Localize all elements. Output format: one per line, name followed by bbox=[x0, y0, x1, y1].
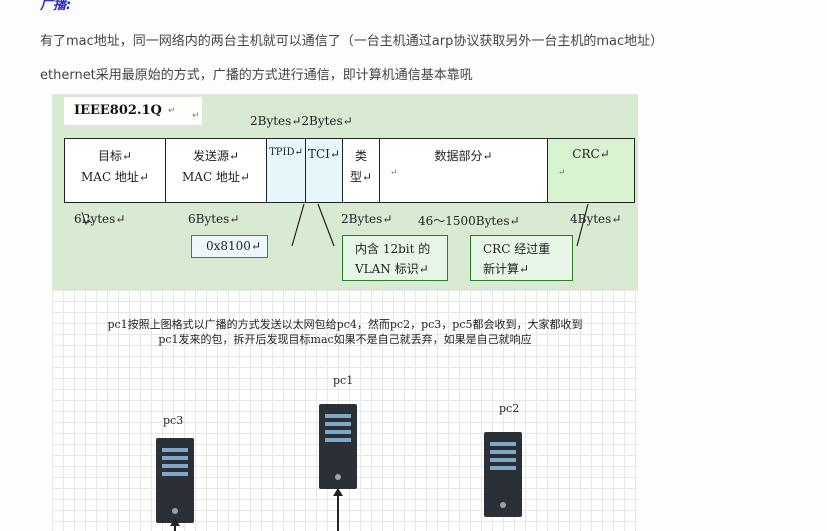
frame-format-panel: IEEE802.1Q ↵ ↵ 2Bytes↵2Bytes↵ 目标↵ MAC 地址… bbox=[52, 94, 638, 290]
frame-title: IEEE802.1Q bbox=[74, 103, 162, 118]
paragraph-mac: 有了mac地址，同一网络内的两台主机就可以通信了（一台主机通过arp协议获取另外… bbox=[40, 34, 664, 49]
size-data: 46～1500Bytes↵ bbox=[418, 214, 520, 228]
pc3-label: pc3 bbox=[163, 414, 184, 427]
field-data: 数据部分↵ ↵ bbox=[379, 138, 548, 203]
field-src-mac: 发送源↵ MAC 地址↵ bbox=[165, 138, 267, 203]
field-tpid: TPID↵ bbox=[266, 138, 306, 203]
tpid-value-box: 0x8100↵ bbox=[191, 235, 268, 258]
crc-note-line: CRC 经过重 bbox=[483, 242, 551, 256]
arrow-up-icon bbox=[170, 518, 180, 531]
field-line: TCI↵ bbox=[308, 147, 340, 161]
pc2-label: pc2 bbox=[499, 402, 520, 415]
tpid-tci-size-label: 2Bytes↵2Bytes↵ bbox=[250, 114, 353, 128]
server-tower-icon[interactable] bbox=[484, 432, 522, 517]
field-crc: CRC↵ ↵ bbox=[547, 138, 635, 203]
crc-note-box: CRC 经过重 新计算↵ bbox=[470, 235, 573, 281]
tci-note-box: 内含 12bit 的 VLAN 标识↵ bbox=[342, 235, 448, 281]
field-line: CRC↵ bbox=[572, 147, 610, 161]
field-line: 型↵ bbox=[349, 170, 373, 184]
server-tower-icon[interactable] bbox=[156, 438, 194, 523]
arrow-up-icon bbox=[333, 488, 343, 531]
tpid-value: 0x8100↵ bbox=[206, 239, 261, 253]
para-mark: ↵ bbox=[192, 111, 200, 121]
field-line: ↵ bbox=[390, 168, 398, 178]
field-line: MAC 地址↵ bbox=[80, 170, 149, 184]
connector-lines bbox=[81, 203, 589, 247]
server-tower-icon[interactable] bbox=[319, 404, 357, 489]
field-line: 目标↵ bbox=[97, 149, 133, 163]
tci-note-line: VLAN 标识↵ bbox=[355, 262, 429, 276]
field-line: ↵ bbox=[558, 168, 566, 178]
network-diagram: pc1按照上图格式以广播的方式发送以太网包给pc4，然而pc2，pc3，pc5都… bbox=[52, 290, 638, 531]
field-line: TPID↵ bbox=[269, 147, 303, 158]
field-line: 发送源↵ bbox=[192, 149, 240, 163]
broadcast-note-line1: pc1按照上图格式以广播的方式发送以太网包给pc4，然而pc2，pc3，pc5都… bbox=[107, 318, 583, 331]
section-heading: 广播: bbox=[40, 0, 72, 13]
pc1-label: pc1 bbox=[333, 374, 354, 387]
vlan-frame-diagram: IEEE802.1Q ↵ ↵ 2Bytes↵2Bytes↵ 目标↵ MAC 地址… bbox=[52, 94, 638, 531]
broadcast-note-line2: pc1发来的包，拆开后发现目标mac如果不是自己就丢弃，如果是自己就响应 bbox=[158, 333, 532, 346]
field-dest-mac: 目标↵ MAC 地址↵ bbox=[64, 138, 166, 203]
tci-note-line: 内含 12bit 的 bbox=[355, 242, 431, 256]
field-line: 数据部分↵ bbox=[434, 149, 493, 163]
para-mark: ↵ bbox=[168, 106, 176, 116]
size-type: 2Bytes↵ bbox=[341, 212, 393, 226]
size-src-mac: 6Bytes↵ bbox=[188, 212, 240, 226]
title-box: IEEE802.1Q ↵ ↵ bbox=[64, 97, 202, 125]
crc-note-line: 新计算↵ bbox=[483, 262, 530, 276]
paragraph-ethernet: ethernet采用最原始的方式，广播的方式进行通信，即计算机通信基本靠吼 bbox=[40, 68, 473, 83]
field-line: MAC 地址↵ bbox=[181, 170, 250, 184]
field-line: 类 bbox=[354, 149, 367, 163]
